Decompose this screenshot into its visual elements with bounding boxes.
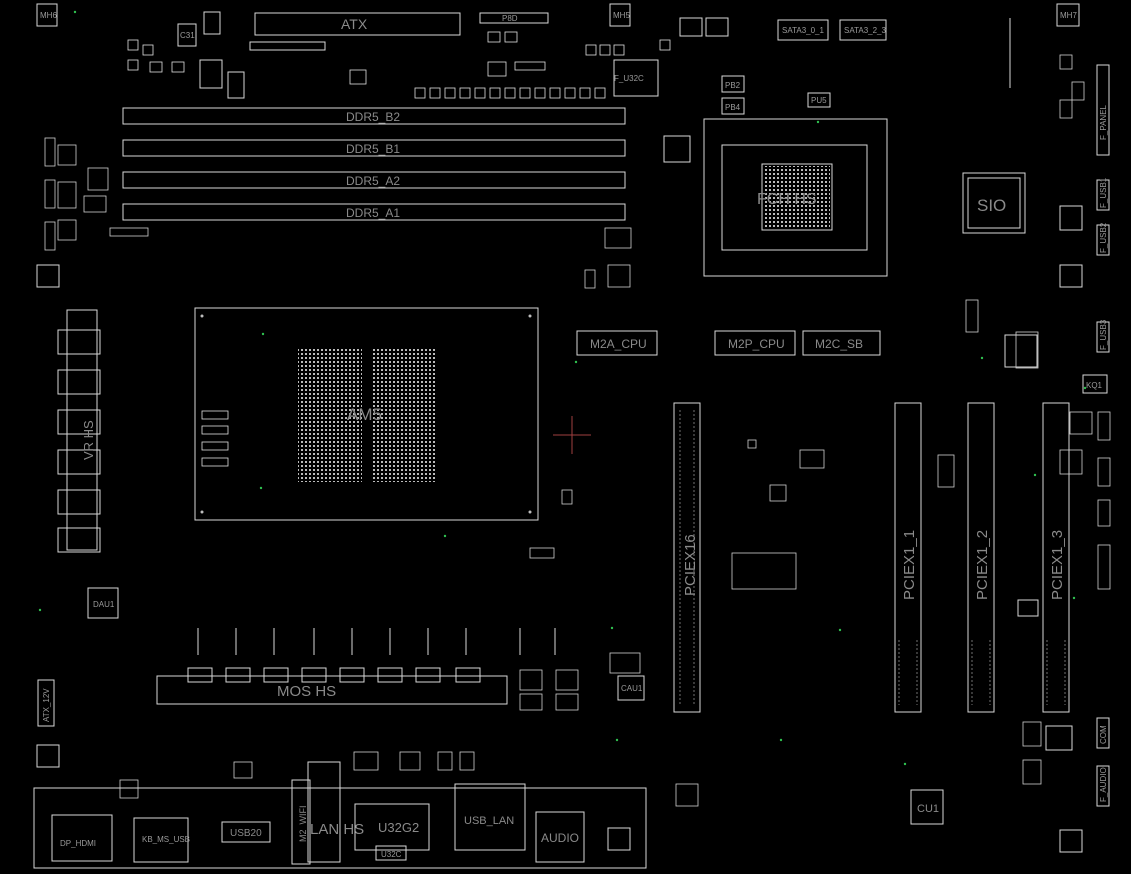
svg-text:MOS HS: MOS HS (277, 683, 336, 700)
svg-text:AUDIO: AUDIO (541, 831, 579, 845)
top-edge-components: MH6 C31 MH5 MH7 F_PANEL (36, 3, 1110, 156)
svg-text:C31: C31 (180, 31, 195, 40)
test-point-markers (38, 10, 1087, 766)
m2p-cpu-slot (714, 330, 796, 356)
svg-text:P8D: P8D (502, 14, 518, 23)
svg-text:KB_MS_USB: KB_MS_USB (142, 835, 190, 844)
fch-label: FCH HS (757, 191, 817, 208)
pciex16-slot (673, 402, 701, 713)
u32g2-port (354, 803, 430, 851)
svg-text:PU5: PU5 (811, 96, 827, 105)
svg-text:PCIEX1_3: PCIEX1_3 (1049, 530, 1066, 600)
usb-lan-port (454, 783, 526, 851)
m2-connectors: M2A_CPU M2P_CPU M2C_SB (576, 330, 881, 356)
pciex1-3-slot (1042, 402, 1070, 713)
svg-text:M2_WIFI: M2_WIFI (298, 805, 308, 842)
fch-chipset: FCH HS (663, 118, 888, 277)
kb-ms-usb-port (133, 817, 189, 863)
m2a-cpu-slot (576, 330, 658, 356)
pciex1-1-slot (894, 402, 922, 713)
scattered-components (44, 54, 1111, 807)
svg-text:U32C: U32C (381, 850, 402, 859)
audio-jack (535, 811, 585, 863)
sio-label: SIO (977, 196, 1006, 215)
ddr5-a2-slot (122, 171, 626, 189)
am5-label: AM5 (347, 405, 382, 424)
svg-text:KQ1: KQ1 (1086, 381, 1103, 390)
ddr5-a1-slot (122, 203, 626, 221)
svg-text:F_U32C: F_U32C (614, 74, 644, 83)
svg-text:M2A_CPU: M2A_CPU (590, 337, 647, 351)
svg-text:PCIEX1_1: PCIEX1_1 (901, 530, 918, 600)
am5-cpu-socket: AM5 (194, 307, 539, 521)
svg-text:PCIEX1_2: PCIEX1_2 (974, 530, 991, 600)
rear-io-area: DP_HDMI KB_MS_USB USB20 M2_WIFI LAN HS U… (33, 761, 647, 869)
svg-text:F_PANEL: F_PANEL (1099, 104, 1108, 140)
svg-text:F_USB2: F_USB2 (1099, 222, 1108, 253)
svg-text:DDR5_B2: DDR5_B2 (346, 110, 400, 124)
left-vrm-area: VR HS DAU1 ATX_12V (36, 264, 119, 768)
cursor-crosshair (553, 416, 591, 454)
pcie-slots: PCIEX16 PCIEX1_1 PCIEX1_2 PCIEX1_3 (673, 402, 1070, 713)
usb20-header (221, 821, 271, 843)
svg-text:MH7: MH7 (1060, 11, 1077, 20)
svg-text:M2C_SB: M2C_SB (815, 337, 863, 351)
m2c-sb-slot (802, 330, 881, 356)
svg-text:SATA3_0_1: SATA3_0_1 (782, 26, 825, 35)
svg-text:DAU1: DAU1 (93, 600, 115, 609)
svg-text:F_USB1: F_USB1 (1099, 177, 1108, 208)
svg-text:USB_LAN: USB_LAN (464, 815, 514, 827)
ddr5-b1-slot (122, 139, 626, 157)
svg-text:U32G2: U32G2 (378, 820, 419, 835)
svg-text:SATA3_2_3: SATA3_2_3 (844, 26, 887, 35)
svg-text:PCIEX16: PCIEX16 (682, 534, 699, 596)
svg-text:F_USB3: F_USB3 (1099, 319, 1108, 350)
svg-text:DDR5_A2: DDR5_A2 (346, 174, 400, 188)
m2-wifi-slot (291, 779, 311, 865)
atx-label: ATX (341, 16, 368, 32)
svg-text:DDR5_A1: DDR5_A1 (346, 206, 400, 220)
mos-heatsink-area: MOS HS CAU1 (156, 628, 645, 705)
cu1-chip (910, 789, 944, 825)
svg-text:MH6: MH6 (40, 11, 57, 20)
ddr5-slots: DDR5_B2 DDR5_B1 DDR5_A2 DDR5_A1 (122, 107, 626, 221)
svg-text:CU1: CU1 (917, 803, 939, 815)
top-small-pads (127, 31, 671, 99)
svg-text:VR HS: VR HS (81, 420, 96, 460)
svg-text:PB4: PB4 (725, 103, 741, 112)
svg-text:COM: COM (1099, 725, 1108, 744)
svg-text:DDR5_B1: DDR5_B1 (346, 142, 400, 156)
svg-text:USB20: USB20 (230, 828, 262, 839)
svg-text:MH5: MH5 (613, 11, 630, 20)
ddr5-b2-slot (122, 107, 626, 125)
atx-connector: ATX P8D F_U32C SATA3_0_1 SATA3_2_3 PB2 P… (249, 12, 887, 115)
sio-chip: SIO F_USB1 F_USB2 F_USB3 KQ1 (962, 172, 1110, 394)
pciex1-2-slot (967, 402, 995, 713)
svg-text:LAN HS: LAN HS (310, 821, 364, 838)
u32c-port (375, 845, 407, 861)
svg-text:DP_HDMI: DP_HDMI (60, 839, 96, 848)
svg-text:CAU1: CAU1 (621, 684, 643, 693)
svg-text:M2P_CPU: M2P_CPU (728, 337, 785, 351)
dp-hdmi-port (51, 814, 113, 862)
bottom-right-area: CU1 COM F_AUDIO (910, 264, 1110, 853)
svg-text:PB2: PB2 (725, 81, 741, 90)
svg-text:F_AUDIO: F_AUDIO (1099, 767, 1108, 802)
svg-text:ATX_12V: ATX_12V (42, 688, 51, 722)
